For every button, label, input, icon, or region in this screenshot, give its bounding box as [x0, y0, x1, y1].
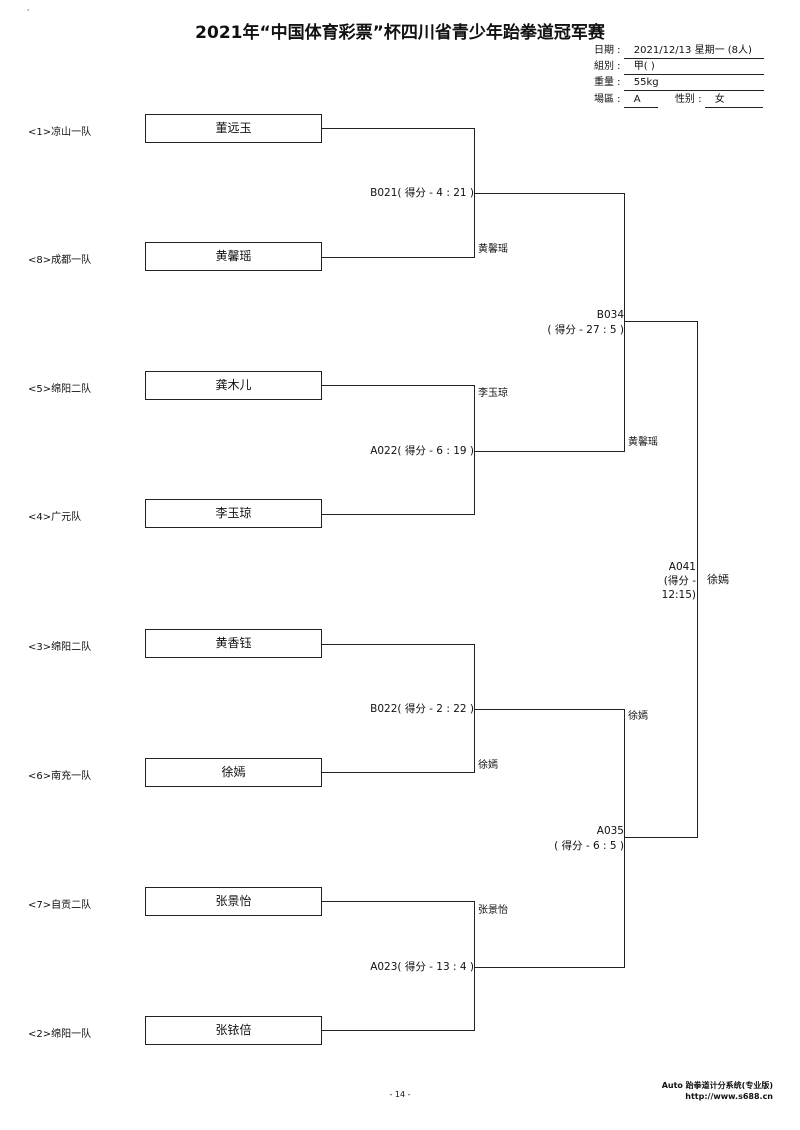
- info-date: 日期 : 2021/12/13 星期一 (8人): [594, 44, 764, 59]
- player-box: 黄香钰: [145, 629, 322, 658]
- seed-label: <6>南充一队: [28, 771, 92, 782]
- match-label: A023( 得分 - 13 : 4 ): [370, 961, 474, 974]
- bracket-line: [322, 772, 475, 773]
- winner-label: 徐嫣: [478, 760, 498, 772]
- page-title: 2021年“中国体育彩票”杯四川省青少年跆拳道冠军赛: [195, 23, 605, 43]
- seed-label: <4>广元队: [28, 512, 82, 523]
- venue-label: 場區 :: [594, 94, 621, 105]
- bracket-line: [322, 385, 475, 386]
- seed-label: <8>成都一队: [28, 255, 92, 266]
- winner-label: 李玉琼: [478, 388, 508, 400]
- bracket-line: [322, 1030, 475, 1031]
- group-value: 甲( ): [623, 60, 764, 75]
- match-score: ( 得分 - 27 : 5 ): [547, 324, 624, 337]
- bracket-line: [322, 128, 475, 129]
- date-value: 2021/12/13 星期一 (8人): [623, 44, 764, 59]
- group-label: 組別 :: [594, 61, 621, 72]
- player-box: 李玉琼: [145, 499, 322, 528]
- player-box: 黄馨瑶: [145, 242, 322, 271]
- corner-mark: ': [27, 8, 30, 17]
- info-venue: 場區 : A 性别 : 女: [594, 93, 763, 108]
- seed-label: <1>凉山一队: [28, 127, 92, 138]
- seed-label: <5>绵阳二队: [28, 384, 92, 395]
- bracket-line: [474, 451, 625, 452]
- bracket-line: [624, 321, 698, 322]
- winner-label: 张景怡: [478, 905, 508, 917]
- bracket-line: [474, 385, 475, 515]
- match-id: B034: [596, 309, 624, 322]
- seed-label: <3>绵阳二队: [28, 642, 92, 653]
- player-box: 董远玉: [145, 114, 322, 143]
- match-label: A022( 得分 - 6 : 19 ): [370, 445, 474, 458]
- weight-label: 重量 :: [594, 77, 621, 88]
- bracket-line: [322, 257, 475, 258]
- gender-value: 女: [704, 93, 763, 108]
- player-box: 徐嫣: [145, 758, 322, 787]
- match-label: B022( 得分 - 2 : 22 ): [370, 703, 474, 716]
- final-match-id: A041: [668, 561, 696, 574]
- final-score: 12:15): [661, 589, 696, 602]
- champion-label: 徐嫣: [707, 573, 729, 586]
- bracket-line: [322, 514, 475, 515]
- bracket-line: [322, 901, 475, 902]
- weight-value: 55kg: [623, 76, 764, 91]
- software-name: Auto 跆拳道计分系统(专业版): [661, 1081, 773, 1090]
- bracket-line: [624, 709, 625, 968]
- match-label: B021( 得分 - 4 : 21 ): [370, 187, 474, 200]
- bracket-line: [474, 644, 475, 773]
- bracket-line: [474, 709, 625, 710]
- software-url: http://www.s688.cn: [685, 1092, 773, 1101]
- info-weight: 重量 : 55kg: [594, 76, 764, 91]
- bracket-line: [322, 644, 475, 645]
- final-score: (得分 -: [663, 575, 696, 588]
- bracket-line: [474, 967, 625, 968]
- player-box: 张铱倍: [145, 1016, 322, 1045]
- seed-label: <2>绵阳一队: [28, 1029, 92, 1040]
- bracket-line: [474, 193, 625, 194]
- match-score: ( 得分 - 6 : 5 ): [554, 840, 624, 853]
- match-id: A035: [596, 825, 624, 838]
- seed-label: <7>自贡二队: [28, 900, 92, 911]
- bracket-line: [697, 321, 698, 838]
- bracket-line: [624, 193, 625, 452]
- winner-label: 黄馨瑶: [478, 244, 508, 256]
- player-box: 龚木儿: [145, 371, 322, 400]
- venue-value: A: [623, 93, 658, 108]
- info-group: 組別 : 甲( ): [594, 60, 764, 75]
- winner-label: 黄馨瑶: [628, 437, 658, 449]
- page-number: - 14 -: [389, 1090, 411, 1099]
- bracket-line: [624, 837, 698, 838]
- winner-label: 徐嫣: [628, 711, 648, 723]
- bracket-line: [474, 901, 475, 1031]
- date-label: 日期 :: [594, 45, 621, 56]
- player-box: 张景怡: [145, 887, 322, 916]
- gender-label: 性别 :: [674, 94, 702, 105]
